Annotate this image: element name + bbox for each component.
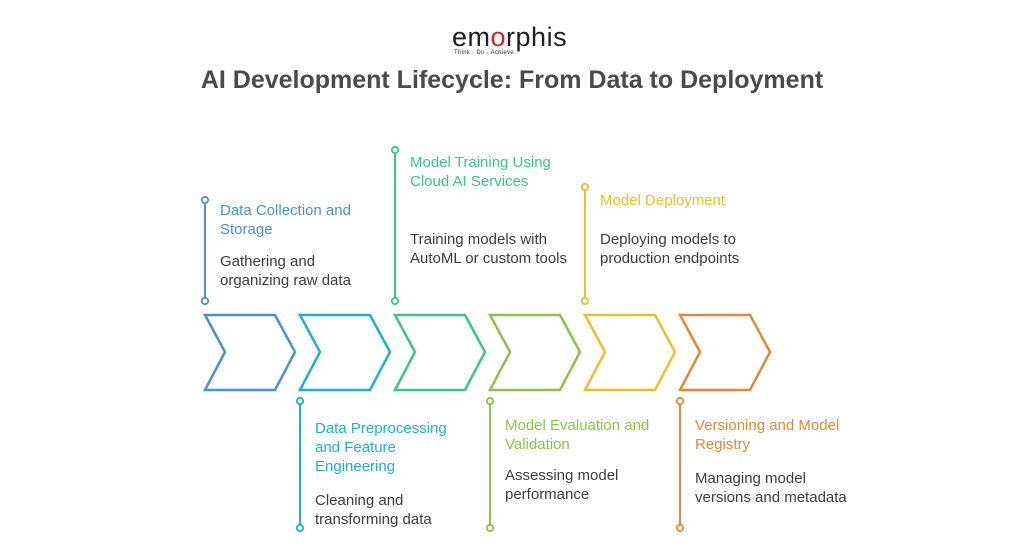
connector-dot-top-3 xyxy=(390,145,400,155)
logo-wordmark: emorphis xyxy=(452,22,568,52)
step-6-title: Versioning and Model Registry xyxy=(695,417,840,453)
step-5-title: Model Deployment xyxy=(600,192,726,209)
connector-dot-bottom-4 xyxy=(485,523,495,533)
connector-dot-bottom-1 xyxy=(200,296,210,306)
connector-dot-top-2 xyxy=(295,396,305,406)
connector-dot-bottom-2 xyxy=(295,523,305,533)
step-3-title: Model Training Using Cloud AI Services xyxy=(410,154,551,190)
step-4-description: Assessing model performance xyxy=(505,467,619,503)
chevron-step-5 xyxy=(582,313,677,392)
connector-dot-bottom-6 xyxy=(675,523,685,533)
step-6-description: Managing model versions and metadata xyxy=(695,470,847,506)
connector-dot-bottom-5 xyxy=(580,296,590,306)
connector-dot-top-4 xyxy=(485,396,495,406)
step-3-description: Training models with AutoML or custom to… xyxy=(410,231,568,267)
connector-dot-top-1 xyxy=(200,195,210,205)
chevron-step-4 xyxy=(487,313,582,392)
chevron-step-6 xyxy=(677,313,772,392)
logo-tagline: Think · Do · Achieve xyxy=(454,50,515,56)
step-2-description: Cleaning and transforming data xyxy=(315,492,432,528)
chevron-step-2 xyxy=(297,313,392,392)
page-title: AI Development Lifecycle: From Data to D… xyxy=(200,66,824,94)
step-4-title: Model Evaluation and Validation xyxy=(505,417,650,453)
step-5-description: Deploying models to production endpoints xyxy=(600,231,740,267)
step-2-title: Data Preprocessing and Feature Engineeri… xyxy=(315,420,447,475)
chevron-step-1 xyxy=(202,313,297,392)
connector-dot-top-5 xyxy=(580,182,590,192)
connector-dot-top-6 xyxy=(675,396,685,406)
chevron-step-3 xyxy=(392,313,487,392)
step-1-description: Gathering and organizing raw data xyxy=(220,253,351,289)
step-1-title: Data Collection and Storage xyxy=(220,202,351,238)
connector-dot-bottom-3 xyxy=(390,296,400,306)
emorphis-logo: emorphis Think · Do · Achieve xyxy=(452,22,582,62)
